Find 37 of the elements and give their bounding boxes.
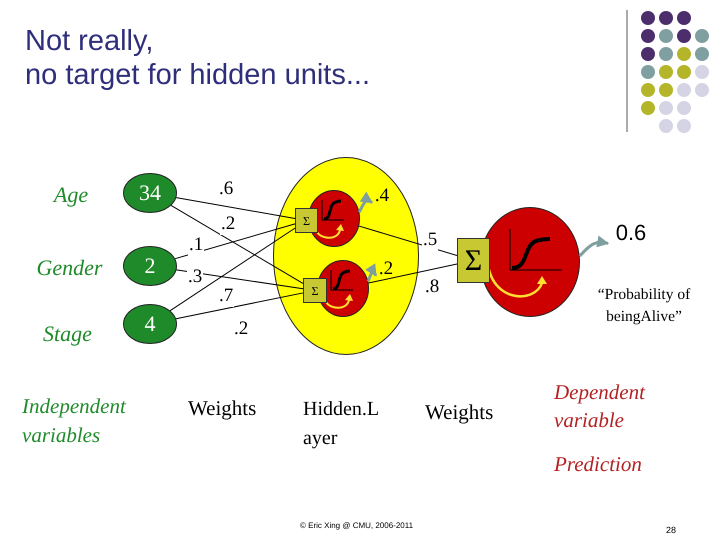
edge-label: .2 [220, 213, 236, 235]
group-label: Weights [188, 395, 258, 422]
output-value: .4 [372, 184, 392, 206]
connection-line [174, 223, 296, 260]
neuron-circle [317, 260, 369, 317]
output-value: .2 [376, 257, 396, 279]
input-node: 2 [123, 246, 177, 286]
footer-text: © Eric Xing @ CMU, 2006-2011 [300, 521, 414, 531]
connection-line [358, 226, 458, 256]
connection-line [368, 264, 458, 284]
arrow [358, 192, 373, 213]
group-label: Dependent variable [554, 379, 646, 434]
group-label: Weights [425, 399, 494, 426]
group-label: Prediction [554, 451, 643, 478]
neuron-circle [308, 190, 360, 247]
group-label: Independent variables [22, 393, 128, 449]
variable-name: Gender [36, 254, 104, 282]
arrow [365, 263, 378, 282]
arrow [578, 236, 610, 258]
connection-line [176, 197, 296, 219]
input-node: 34 [123, 173, 177, 213]
input-node: 4 [123, 304, 177, 344]
sum-box: Σ [295, 208, 318, 233]
hidden-layer-ellipse [273, 157, 419, 355]
connection-line [170, 204, 304, 284]
variable-name: Stage [42, 320, 93, 348]
sum-box: Σ [457, 238, 490, 283]
connection-line [170, 228, 296, 312]
connection-line [176, 269, 304, 290]
title: Not really, no target for hidden units... [25, 24, 371, 92]
sum-box: Σ [303, 278, 327, 303]
layer-label: Hidden.Layer [303, 397, 380, 451]
connection-line [176, 292, 304, 320]
output-value: 0.6 [608, 219, 654, 247]
page-number: 28 [666, 525, 678, 536]
variable-name: Age [52, 181, 90, 209]
output-caption: “Probability of beingAlive” [596, 285, 692, 327]
